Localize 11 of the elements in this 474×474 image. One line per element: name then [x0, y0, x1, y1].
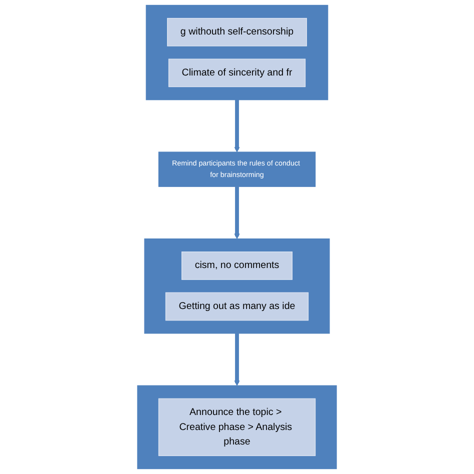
- cluster: [146, 4, 328, 100]
- node-box: g withouth self-censorship: [167, 18, 307, 46]
- node-box: Getting out as many as ide: [165, 292, 309, 321]
- cluster: [137, 385, 337, 470]
- arrow: [234, 333, 240, 386]
- arrow: [234, 186, 240, 240]
- node-box: cism, no comments: [181, 252, 293, 280]
- node-box: Climate of sincerity and fr: [168, 58, 306, 88]
- arrow: [234, 100, 240, 152]
- cluster: [144, 238, 330, 334]
- node-box: Announce the topic > Creative phase > Analysis phase: [158, 398, 316, 456]
